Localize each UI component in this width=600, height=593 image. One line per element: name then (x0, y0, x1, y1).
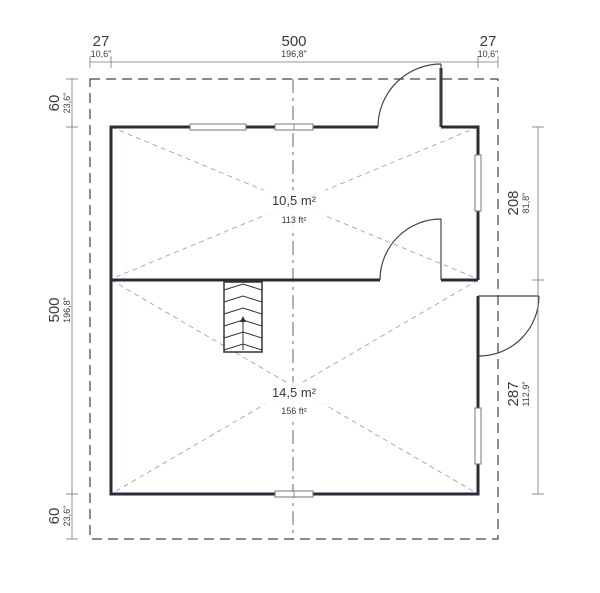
dim-left-middle-cm: 500 (46, 297, 63, 322)
dim-right-lower-cm: 287 (505, 381, 522, 406)
window-right-upper (474, 154, 482, 212)
left-dimension-line (66, 78, 78, 540)
lower-room-diagonals (110, 279, 479, 495)
roof-outline (89, 78, 499, 540)
dim-right-upper-cm: 208 (505, 190, 522, 215)
dim-top-right-in: 10,6" (478, 49, 499, 59)
walls (109, 68, 480, 496)
upper-room-area-ft2: 113 ft² (282, 215, 307, 225)
lower-room-area-ft2: 156 ft² (281, 406, 307, 416)
dim-top-left-in: 10,6" (91, 49, 112, 59)
lower-room-area-m2: 14,5 m² (272, 385, 317, 400)
dim-right-lower-in: 112,9" (521, 381, 531, 406)
dim-top-left-cm: 27 (93, 33, 110, 50)
side-door (478, 295, 540, 357)
staircase (223, 281, 263, 353)
interior-door (379, 218, 442, 281)
dim-top-middle-cm: 500 (281, 33, 306, 50)
window-top-center (274, 123, 314, 131)
dim-top-right-cm: 27 (480, 33, 497, 50)
dim-left-bottom-in: 23,6" (62, 506, 72, 527)
dim-left-top-cm: 60 (46, 95, 63, 112)
dim-left-middle-in: 196,8" (62, 297, 72, 323)
upper-room-area-m2: 10,5 m² (272, 193, 317, 208)
window-right-lower (474, 407, 482, 465)
top-dimension-line (89, 56, 499, 68)
dim-left-top-in: 23,6" (62, 93, 72, 114)
entrance-door (377, 63, 442, 128)
window-bottom-center (274, 490, 314, 498)
window-top-left (189, 123, 247, 131)
dim-top-middle-in: 196,8" (281, 49, 307, 59)
dim-right-upper-in: 81,8" (521, 193, 531, 214)
dim-left-bottom-cm: 60 (46, 508, 63, 525)
right-dimension-line (532, 126, 544, 495)
